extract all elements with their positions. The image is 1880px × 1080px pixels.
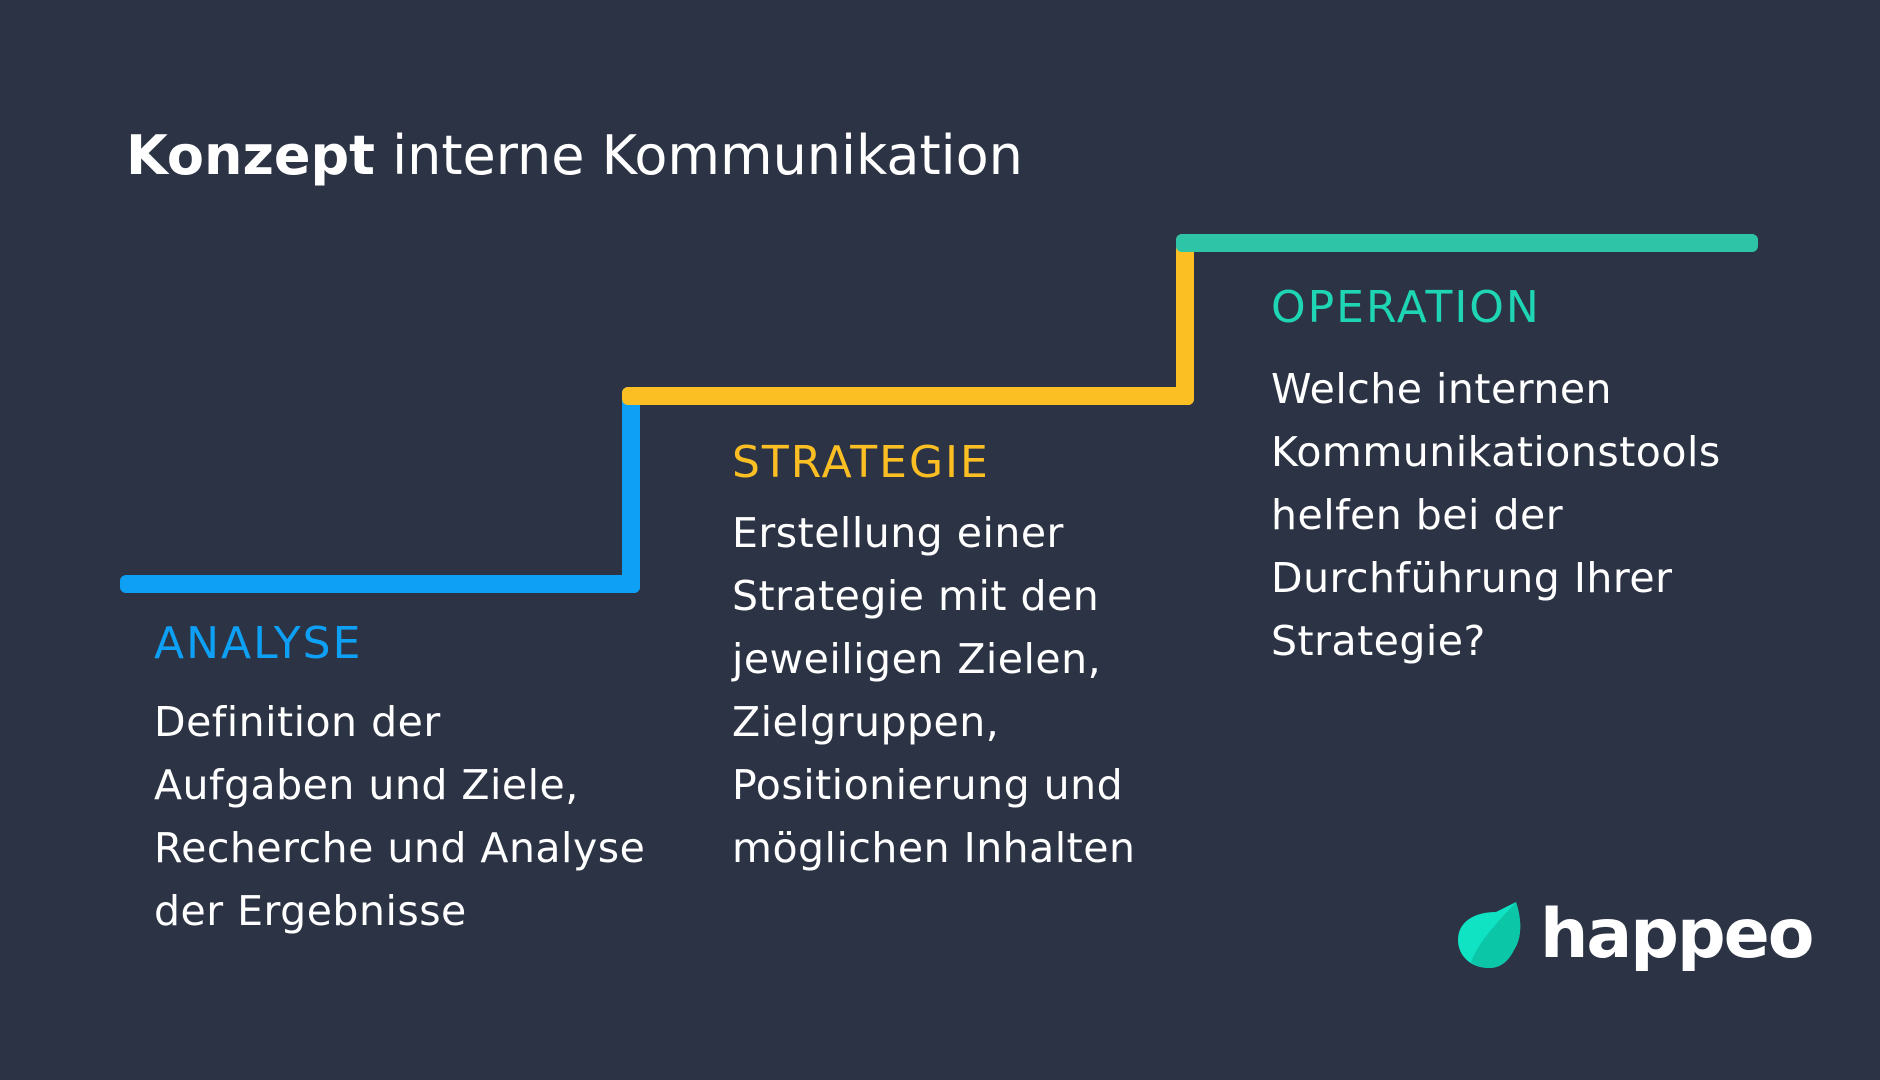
strategie-heading: STRATEGIE [732, 437, 990, 488]
strategie-text: Erstellung einer Strategie mit den jewei… [732, 509, 1136, 872]
step-line-analyse [120, 575, 640, 593]
analyse-text: Definition der Aufgaben und Ziele, Reche… [154, 698, 646, 935]
step-line-operation [1176, 234, 1758, 252]
riser-strategie [1176, 234, 1194, 405]
page-title: Konzept interne Kommunikation [126, 124, 1023, 187]
happeo-logo: happeo [1456, 895, 1814, 974]
logo-text: happeo [1540, 895, 1814, 974]
riser-analyse [622, 387, 640, 593]
operation-heading: OPERATION [1271, 282, 1541, 333]
step-line-strategie [622, 387, 1194, 405]
leaf-icon [1458, 901, 1521, 968]
title-bold: Konzept [126, 124, 375, 187]
analyse-heading: ANALYSE [154, 618, 363, 669]
title-rest: interne Kommunikation [374, 124, 1023, 187]
operation-text: Welche internen Kommunikationstools helf… [1271, 365, 1721, 665]
